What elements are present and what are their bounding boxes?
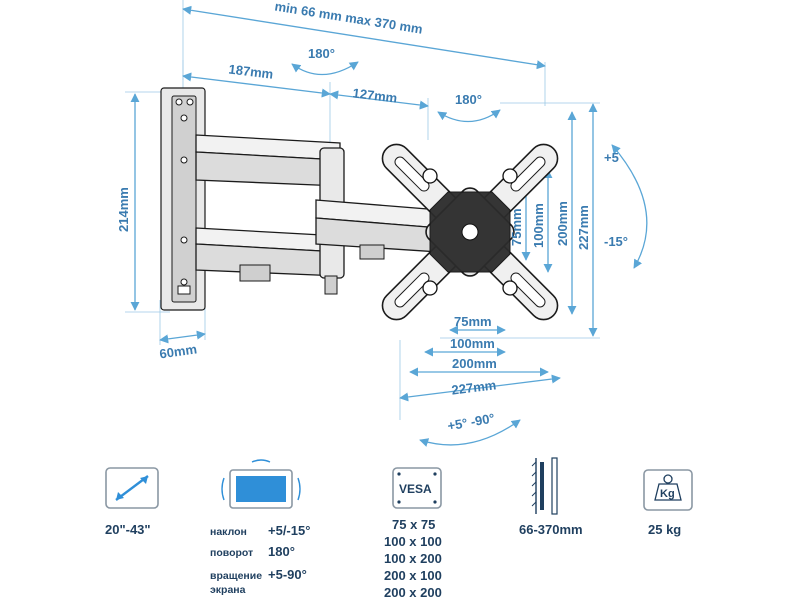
- vesa-badge: VESA: [399, 482, 432, 496]
- vesa-pattern-4: 200 x 100: [384, 568, 442, 583]
- arm1-length-label: 187mm: [228, 61, 274, 81]
- screen-adjust-icon: [221, 459, 301, 509]
- vesa-v-75-label: 75mm: [509, 208, 524, 246]
- swivel-label: поворот: [210, 547, 253, 559]
- vesa-pattern-1: 75 x 75: [392, 517, 435, 532]
- swivel-value: 180°: [268, 544, 295, 559]
- vesa-h-75-label: 75mm: [454, 314, 492, 329]
- depth-range-label: min 66 mm max 370 mm: [274, 0, 424, 37]
- wall-plate-width-label: 60mm: [159, 341, 198, 361]
- vesa-v-200-label: 200mm: [555, 201, 570, 246]
- tilt-up-label: +5: [604, 150, 619, 165]
- wall-plate: [160, 87, 206, 311]
- weight-badge: Kg: [660, 488, 675, 500]
- screen-size-icon: [105, 467, 159, 509]
- vesa-bracket: [381, 143, 559, 321]
- depth-icon: [531, 457, 558, 515]
- swivel-wall-label: 180°: [308, 46, 335, 61]
- max-load-value: 25 kg: [648, 522, 681, 537]
- weight-icon: Kg: [643, 469, 693, 511]
- swivel-head-label: 180°: [455, 92, 482, 107]
- arm2-length-label: 127mm: [352, 85, 398, 105]
- tilt-down-label: -15°: [604, 234, 628, 249]
- rotation-label-1: вращение: [210, 570, 262, 582]
- depth-value: 66-370mm: [519, 522, 583, 537]
- vesa-pattern-5: 200 x 200: [384, 585, 442, 600]
- screen-size-value: 20"-43": [105, 522, 151, 537]
- articulating-arms: [195, 134, 441, 295]
- tilt-value: +5/-15°: [268, 523, 310, 538]
- spec-row: 20"-43" наклон +5/-15° поворот 180° вращ…: [105, 457, 693, 600]
- rotation-label: +5° -90°: [446, 410, 496, 433]
- dimension-lines: [125, 0, 648, 447]
- tilt-label: наклон: [210, 526, 247, 538]
- vesa-h-200-label: 200mm: [452, 356, 497, 371]
- rotation-label-2: экрана: [210, 584, 246, 596]
- rotation-value: +5-90°: [268, 567, 307, 582]
- vesa-pattern-2: 100 x 100: [384, 534, 442, 549]
- vesa-v-227-label: 227mm: [576, 205, 591, 250]
- vesa-h-100-label: 100mm: [450, 336, 495, 351]
- vesa-pattern-3: 100 x 200: [384, 551, 442, 566]
- vesa-v-100-label: 100mm: [531, 203, 546, 248]
- vesa-h-227-label: 227mm: [451, 377, 497, 397]
- vesa-icon: VESA: [392, 467, 442, 509]
- wall-plate-height-label: 214mm: [116, 187, 131, 232]
